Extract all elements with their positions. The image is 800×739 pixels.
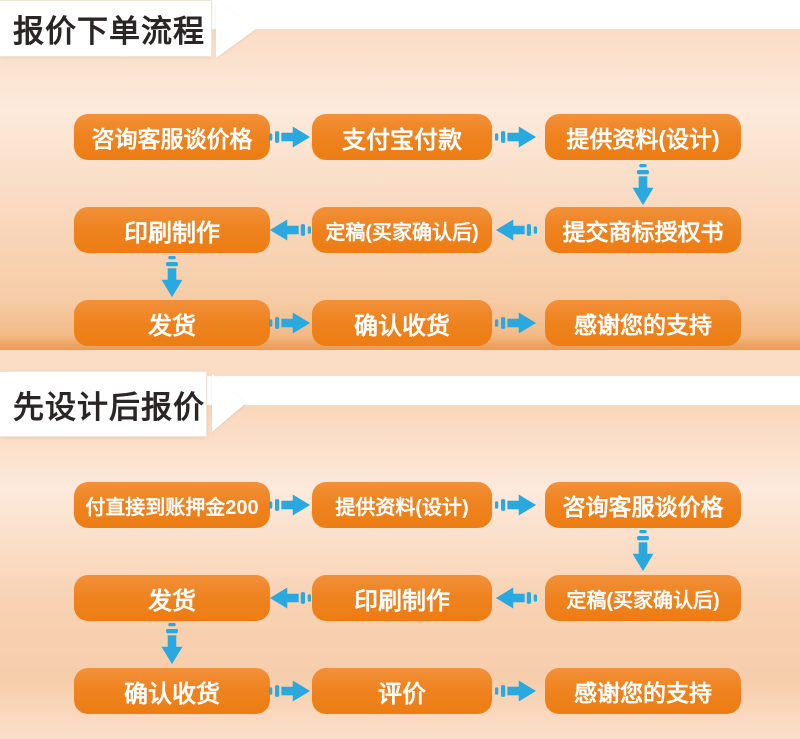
arrow-down-icon: [159, 256, 185, 298]
arrow-right-icon: [495, 310, 537, 336]
arrow-left-icon: [269, 585, 311, 611]
arrow-right-icon: [269, 492, 311, 518]
flow-step: 感谢您的支持: [545, 668, 741, 714]
arrow-down-icon: [630, 530, 656, 572]
section-design-first-then-quote: 先设计后报价 付直接到账押金200 提供资料(设计) 咨询客服谈价格 发货 印刷…: [0, 350, 800, 739]
flow-step: 支付宝付款: [312, 114, 492, 160]
flow-step: 定稿(买家确认后): [312, 207, 492, 253]
arrow-right-icon: [495, 124, 537, 150]
flow-step: 咨询客服谈价格: [74, 114, 270, 160]
arrow-right-icon: [495, 492, 537, 518]
flow-step: 提供资料(设计): [312, 482, 492, 528]
arrow-left-icon: [495, 585, 537, 611]
flow-step: 咨询客服谈价格: [545, 482, 741, 528]
flow-step: 确认收货: [312, 300, 492, 346]
flow-step: 评价: [312, 668, 492, 714]
flow-step: 发货: [74, 300, 270, 346]
arrow-left-icon: [495, 217, 537, 243]
flow-step: 付直接到账押金200: [74, 482, 270, 528]
arrow-left-icon: [269, 217, 311, 243]
arrow-down-icon: [159, 623, 185, 665]
arrow-right-icon: [495, 678, 537, 704]
flow-step: 提供资料(设计): [545, 114, 741, 160]
flow-step: 确认收货: [74, 668, 270, 714]
flow-step: 感谢您的支持: [545, 300, 741, 346]
arrow-right-icon: [269, 124, 311, 150]
arrow-down-icon: [630, 164, 656, 206]
section-banner: 报价下单流程: [0, 0, 212, 57]
section-quote-order-process: 报价下单流程 咨询客服谈价格 支付宝付款 提供资料(设计) 印刷制作 定稿(买家…: [0, 0, 800, 350]
banner-arrow-icon: [212, 374, 246, 432]
arrow-right-icon: [269, 310, 311, 336]
flow-step: 发货: [74, 575, 270, 621]
section-banner: 先设计后报价: [0, 371, 207, 437]
flow-step: 提交商标授权书: [545, 207, 741, 253]
flow-step: 印刷制作: [312, 575, 492, 621]
section-title: 报价下单流程: [13, 14, 205, 49]
flow-step: 定稿(买家确认后): [545, 575, 741, 621]
arrow-right-icon: [269, 678, 311, 704]
flow-step: 印刷制作: [74, 207, 270, 253]
section-title: 先设计后报价: [13, 389, 205, 425]
banner-arrow-icon: [216, 0, 256, 58]
